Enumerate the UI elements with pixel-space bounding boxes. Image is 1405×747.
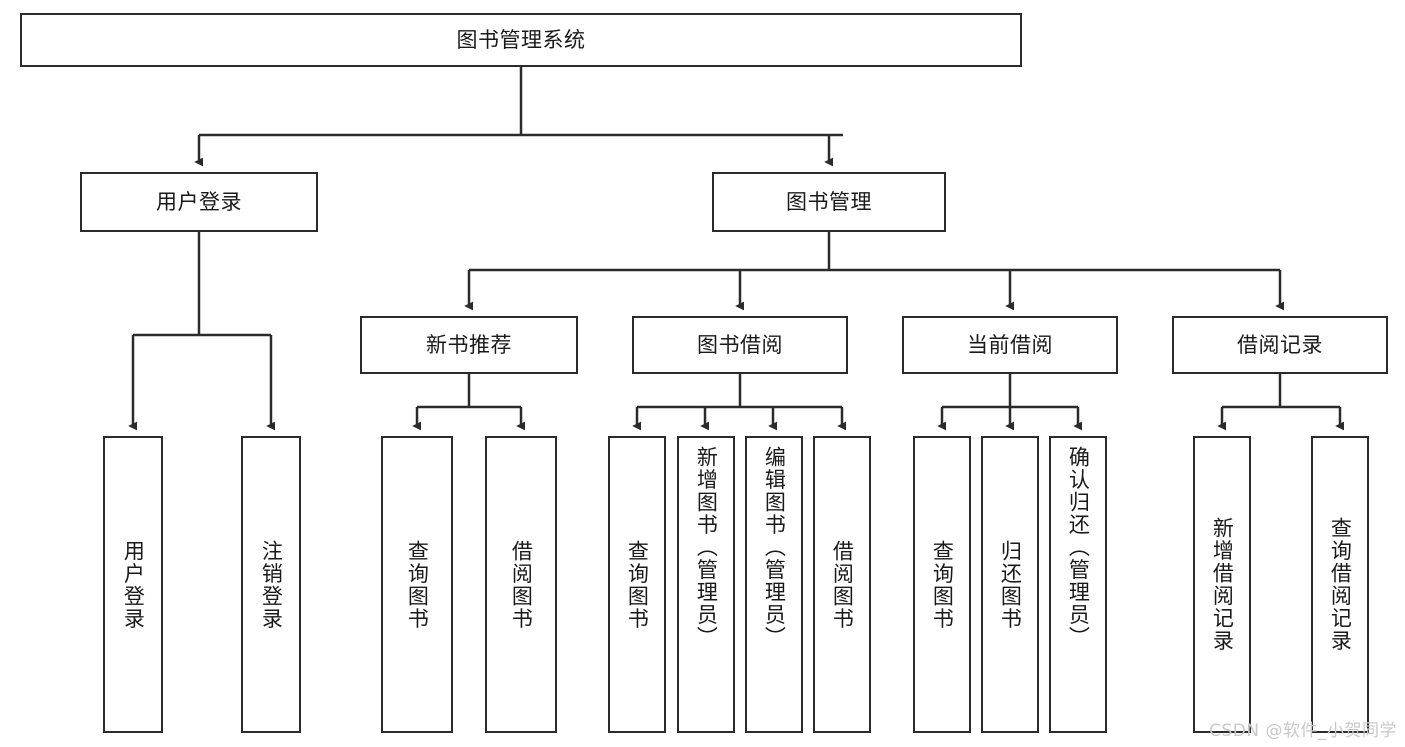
leaf-user-login[interactable]: 用户登录	[103, 436, 163, 733]
leaf-confirm-return-label: 确认归还（管理员）	[1066, 446, 1091, 649]
node-root[interactable]: 图书管理系统	[20, 13, 1022, 67]
leaf-return-book-label: 归还图书	[998, 539, 1023, 630]
node-new-book-recommend[interactable]: 新书推荐	[360, 316, 578, 374]
leaf-user-login-label: 用户登录	[121, 539, 146, 630]
node-root-label: 图书管理系统	[456, 27, 586, 52]
node-new-book-recommend-label: 新书推荐	[426, 332, 512, 357]
node-current-borrow[interactable]: 当前借阅	[902, 316, 1118, 374]
leaf-query-book-2[interactable]: 查询图书	[608, 436, 666, 733]
leaf-edit-book-label: 编辑图书（管理员）	[762, 446, 787, 649]
leaf-edit-book[interactable]: 编辑图书（管理员）	[745, 436, 803, 733]
leaf-borrow-book-2-label: 借阅图书	[830, 539, 855, 630]
leaf-return-book[interactable]: 归还图书	[981, 436, 1039, 733]
node-user-login-label: 用户登录	[156, 189, 242, 214]
leaf-logout-login-label: 注销登录	[259, 539, 284, 630]
leaf-query-book-1-label: 查询图书	[405, 539, 430, 630]
watermark: CSDN @软件_小贺同学	[1209, 721, 1397, 741]
leaf-query-record[interactable]: 查询借阅记录	[1311, 436, 1369, 733]
leaf-add-record[interactable]: 新增借阅记录	[1193, 436, 1251, 733]
leaf-query-book-3-label: 查询图书	[930, 539, 955, 630]
leaf-borrow-book-1-label: 借阅图书	[509, 539, 534, 630]
node-user-login[interactable]: 用户登录	[80, 172, 318, 232]
leaf-add-record-label: 新增借阅记录	[1210, 517, 1235, 652]
leaf-query-book-2-label: 查询图书	[625, 539, 650, 630]
leaf-confirm-return[interactable]: 确认归还（管理员）	[1049, 436, 1107, 733]
leaf-logout-login[interactable]: 注销登录	[241, 436, 301, 733]
node-current-borrow-label: 当前借阅	[967, 332, 1053, 357]
node-borrow-record-label: 借阅记录	[1237, 332, 1323, 357]
leaf-add-book-label: 新增图书（管理员）	[694, 446, 719, 649]
leaf-borrow-book-2[interactable]: 借阅图书	[813, 436, 871, 733]
leaf-query-book-3[interactable]: 查询图书	[913, 436, 971, 733]
node-book-manage[interactable]: 图书管理	[712, 172, 946, 232]
node-borrow-record[interactable]: 借阅记录	[1172, 316, 1388, 374]
leaf-borrow-book-1[interactable]: 借阅图书	[485, 436, 557, 733]
node-book-borrow[interactable]: 图书借阅	[632, 316, 848, 374]
node-book-manage-label: 图书管理	[786, 189, 872, 214]
node-book-borrow-label: 图书借阅	[697, 332, 783, 357]
leaf-query-book-1[interactable]: 查询图书	[381, 436, 453, 733]
leaf-add-book[interactable]: 新增图书（管理员）	[677, 436, 735, 733]
leaf-query-record-label: 查询借阅记录	[1328, 517, 1353, 652]
